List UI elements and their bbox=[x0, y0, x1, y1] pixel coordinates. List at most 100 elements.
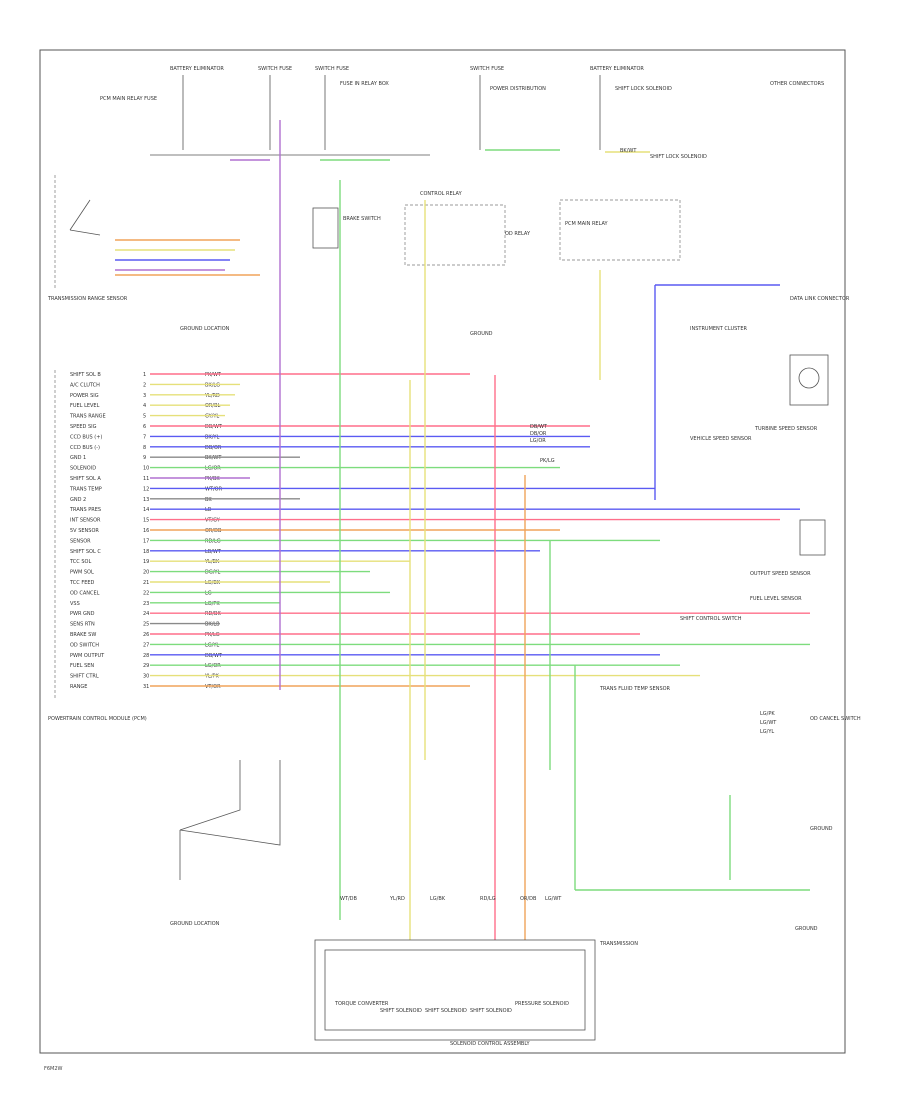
trans-fluid-temp-label: TRANS FLUID TEMP SENSOR bbox=[599, 686, 671, 692]
pcm-wire-code: DB/WT bbox=[205, 653, 223, 659]
output-sensor-label: OUTPUT SPEED SENSOR bbox=[750, 571, 811, 577]
note-n4: SHIFT LOCK SOLENOID bbox=[615, 86, 672, 92]
pcm-pin-number: 9 bbox=[143, 455, 146, 461]
sol-pres-label: PRESSURE SOLENOID bbox=[515, 1001, 569, 1007]
pcm-pin-label: PWR GND bbox=[70, 611, 95, 617]
pcm-wire-code: DB/WT bbox=[205, 424, 223, 430]
solenoid-block: TRANSMISSION TORQUE CONVERTER SHIFT SOLE… bbox=[314, 939, 638, 1047]
shift-lock-label: SHIFT LOCK SOLENOID bbox=[650, 154, 707, 160]
pcm-pin-number: 21 bbox=[143, 580, 149, 586]
fuse-f3: SWITCH FUSE bbox=[315, 66, 349, 150]
pcm-pin-number: 19 bbox=[143, 559, 149, 565]
ctrl-relay-label: CONTROL RELAY bbox=[420, 191, 463, 197]
pcm-pin-number: 7 bbox=[143, 434, 146, 440]
right-lower-label: LG/PK bbox=[760, 711, 775, 717]
pcm-pin-number: 26 bbox=[143, 632, 149, 638]
pcm-wire-code: RD/BK bbox=[205, 611, 221, 617]
output-sensor-box bbox=[799, 519, 826, 556]
pcm-pin-number: 27 bbox=[143, 642, 149, 648]
pcm-pin-label: TCC FEED bbox=[69, 580, 95, 586]
bottom-wire-code: LG/WT bbox=[545, 896, 562, 902]
ground-left-label: GROUND LOCATION bbox=[180, 326, 230, 332]
pcm-wire-code: LB/WT bbox=[205, 549, 222, 555]
speed-sensor-label: VEHICLE SPEED SENSOR bbox=[690, 436, 752, 442]
pcm-pin-label: INT SENSOR bbox=[70, 518, 101, 524]
tr-sensor: TRANSMISSION RANGE SENSOR GROUND LOCATIO… bbox=[47, 175, 260, 332]
pcm-pin-number: 1 bbox=[143, 372, 146, 378]
pcm-pin-label: TRANS PRES bbox=[69, 507, 101, 513]
pcm-pin-number: 14 bbox=[143, 507, 149, 513]
pcm-wire-code: LB bbox=[205, 507, 212, 513]
pcm-pin-number: 23 bbox=[143, 601, 149, 607]
data-link-label: DATA LINK CONNECTOR bbox=[790, 296, 850, 302]
ground-center-label: GROUND bbox=[470, 331, 493, 337]
sol-bottom-label: SOLENOID CONTROL ASSEMBLY bbox=[450, 1041, 530, 1047]
pcm-pin-number: 28 bbox=[143, 653, 149, 659]
od-switch-label: OD CANCEL SWITCH bbox=[810, 716, 861, 722]
pcm-wire-code: PK/LG bbox=[205, 632, 220, 638]
bottom-right-label: GROUND bbox=[795, 926, 818, 932]
od-relay-label: OD RELAY bbox=[505, 231, 531, 237]
pcm-wire-code: WT/OR bbox=[205, 486, 223, 492]
pcm-wire-code: VT/GY bbox=[205, 518, 221, 524]
left-ground-label: GROUND bbox=[810, 826, 833, 832]
pcm-pin-number: 29 bbox=[143, 663, 149, 669]
pcm-pin-number: 17 bbox=[143, 538, 149, 544]
lower-left-ground-label: GROUND LOCATION bbox=[170, 921, 220, 927]
right-lower-label: LG/WT bbox=[760, 720, 777, 726]
pcm-pin-label: SHIFT SOL C bbox=[70, 549, 101, 555]
pcm-pin-label: SHIFT SOL B bbox=[70, 372, 101, 378]
pcm-pin-number: 5 bbox=[143, 414, 146, 420]
sol-b-label: SHIFT SOLENOID bbox=[425, 1008, 467, 1014]
bottom-wire-code: WT/DB bbox=[340, 896, 358, 902]
turbine-sensor-label: TURBINE SPEED SENSOR bbox=[754, 426, 818, 432]
pcm-wire-code: OR/BL bbox=[205, 403, 221, 409]
pcm-wire-code: LG/OR bbox=[205, 663, 221, 669]
pcm-pin-label: BRAKE SW bbox=[70, 632, 96, 638]
brake-switch-box bbox=[312, 207, 339, 249]
right-connector-label: LG/OR bbox=[530, 438, 546, 444]
pcm-pin-number: 10 bbox=[143, 466, 149, 472]
pcm-pin-number: 15 bbox=[143, 518, 149, 524]
pcm-pin-number: 31 bbox=[143, 684, 149, 690]
figure-id: F6M2W bbox=[44, 1066, 63, 1072]
right-lower-label: LG/YL bbox=[760, 729, 774, 735]
pcm-pin-label: PWM SOL bbox=[70, 570, 94, 576]
top-fuse-row: BATTERY ELIMINATOR SWITCH FUSE SWITCH FU… bbox=[100, 66, 824, 150]
pcm-pin-label: SHIFT CTRL bbox=[70, 674, 99, 680]
bottom-wire-code: RD/LG bbox=[480, 896, 496, 902]
pcm-pin-label: 5V SENSOR bbox=[70, 528, 99, 534]
sol-a-label: SHIFT SOLENOID bbox=[380, 1008, 422, 1014]
pcm-wire-code: LG/PK bbox=[205, 601, 220, 607]
pcm-pin-number: 24 bbox=[143, 611, 149, 617]
sol-tcc-label: TORQUE CONVERTER bbox=[334, 1001, 389, 1007]
pcm-pin-number: 3 bbox=[143, 393, 146, 399]
fuse-label-f4: SWITCH FUSE bbox=[470, 66, 504, 72]
fuse-label-f1: BATTERY ELIMINATOR bbox=[170, 66, 224, 72]
fuse-f4: SWITCH FUSE bbox=[470, 66, 504, 150]
pcm-pin-label: PWM OUTPUT bbox=[70, 653, 105, 659]
bottom-wire-code: OR/DB bbox=[520, 896, 537, 902]
pcm-pin-label: SOLENOID bbox=[70, 466, 96, 472]
pcm-pin-label: VSS bbox=[70, 601, 80, 607]
bottom-wire-code: LG/BK bbox=[430, 896, 446, 902]
pcm-wire-code: LG bbox=[205, 590, 212, 596]
pcm-pin-label: SENSOR bbox=[70, 538, 91, 544]
pcm-pin-label: POWER SIG bbox=[70, 393, 99, 399]
pcm-pin-number: 20 bbox=[143, 570, 149, 576]
pcm-pin-label: RANGE bbox=[70, 684, 87, 690]
pcm-pin-label: CCD BUS (-) bbox=[70, 445, 100, 451]
fuse-label-f2: SWITCH FUSE bbox=[258, 66, 292, 72]
data-link-connector: DATA LINK CONNECTOR bbox=[789, 296, 850, 406]
pcm-wire-code: OR/DB bbox=[205, 528, 222, 534]
pcm-wire-code: PK/WT bbox=[205, 372, 222, 378]
note-n2: FUSE IN RELAY BOX bbox=[340, 81, 389, 87]
right-connector-label: DB/OR bbox=[530, 431, 547, 437]
note-n5: OTHER CONNECTORS bbox=[770, 81, 824, 87]
pcm-wire-code: BK/LB bbox=[205, 622, 220, 628]
pcm-pin-label: GND 1 bbox=[70, 455, 86, 461]
pcm-wire-code: LG/OR bbox=[205, 466, 221, 472]
pcm-pin-number: 6 bbox=[143, 424, 146, 430]
